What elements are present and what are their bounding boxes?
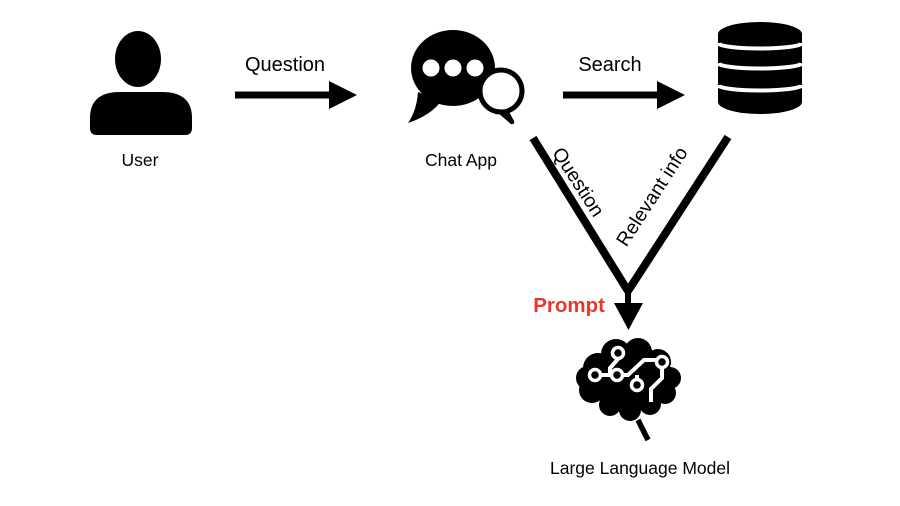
arrow-prompt-to-llm: [614, 287, 643, 330]
arrow-chat-to-database: [563, 81, 685, 109]
chat-app-node-label: Chat App: [425, 150, 497, 170]
chat-bubbles-icon: [408, 30, 525, 125]
arrow-user-to-chat: [235, 81, 357, 109]
edge-label-search: Search: [578, 54, 642, 76]
line-relevant-info-diagonal: [624, 134, 732, 294]
database-icon: [716, 22, 804, 114]
brain-stem-stroke: [635, 418, 651, 442]
edge-label-question: Question: [244, 54, 326, 76]
llm-node-label: Large Language Model: [549, 458, 730, 478]
person-icon: [90, 31, 192, 135]
line-question-diagonal: [529, 135, 632, 294]
edge-label-prompt: Prompt: [533, 294, 605, 317]
user-node-label: User: [121, 150, 159, 170]
brain-circuit-icon: [576, 338, 681, 421]
